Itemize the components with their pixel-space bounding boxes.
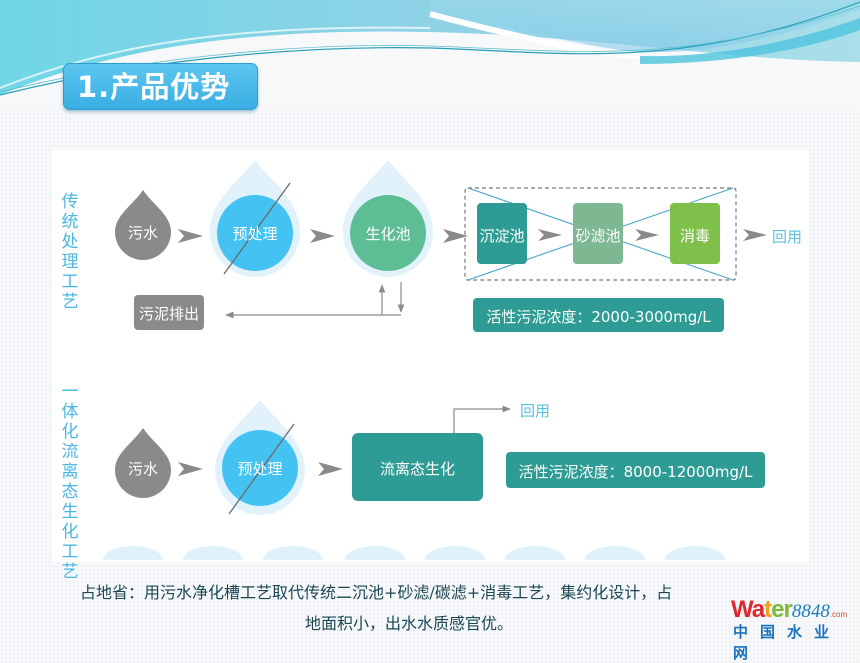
logo-letter-w: W <box>731 596 753 623</box>
traditional-bio-tank-drop <box>343 160 433 277</box>
process-diagram <box>103 160 767 560</box>
faint-decorative-drops <box>103 546 725 560</box>
crossed-out-line <box>223 182 291 275</box>
flow-arrow-icon <box>310 229 335 243</box>
flow-arrow-icon <box>538 229 562 241</box>
traditional-process-label: 传统处理工艺 <box>61 192 79 312</box>
flow-arrow-icon <box>443 229 468 243</box>
traditional-sewage-drop <box>115 190 171 260</box>
logo-letter-a: a <box>751 596 765 623</box>
footer-description-line-1: 占地省：用污水净化槽工艺取代传统二沉池+砂滤/碳滤+消毒工艺，集约化设计，占 <box>80 583 673 602</box>
disinfection-box <box>670 203 720 264</box>
integrated-reuse-label: 回用 <box>520 402 551 420</box>
integrated-pretreatment-drop <box>215 400 305 515</box>
sedimentation-tank-box <box>477 203 527 264</box>
integrated-reuse-line <box>453 405 511 433</box>
traditional-concentration-box <box>473 298 724 332</box>
logo-chinese-name: 中国水业网 <box>733 623 842 662</box>
integrated-sewage-label: 污水 <box>127 460 158 478</box>
disinfection-label: 消毒 <box>679 227 710 245</box>
sand-filter-box <box>573 203 623 264</box>
fluid-bio-box <box>352 433 483 501</box>
traditional-pretreatment-drop <box>210 160 300 277</box>
water8848-logo: Water8848.com <box>731 596 847 624</box>
crossed-out-line <box>228 423 295 515</box>
logo-letter-e: e <box>771 596 784 623</box>
flow-arrow-icon <box>635 229 659 241</box>
logo-letter-t: t <box>764 596 772 623</box>
integrated-concentration-label: 活性污泥浓度：8000-12000mg/L <box>518 463 753 481</box>
footer-description-line-2: 地面积小，出水水质感官优。 <box>305 614 514 633</box>
flow-arrow-icon <box>318 462 343 476</box>
sludge-return-lines <box>225 282 405 319</box>
traditional-reuse-label: 回用 <box>772 228 803 246</box>
flow-arrow-icon <box>743 229 767 241</box>
flow-arrow-icon <box>178 462 203 476</box>
traditional-sewage-label: 污水 <box>127 224 158 242</box>
sand-filter-label: 砂滤池 <box>575 227 621 245</box>
integrated-concentration-box <box>506 452 765 488</box>
traditional-pretreatment-label: 预处理 <box>232 225 278 243</box>
traditional-concentration-label: 活性污泥浓度：2000-3000mg/L <box>486 308 711 326</box>
sedimentation-tank-label: 沉淀池 <box>479 227 525 245</box>
logo-domain: .com <box>829 610 848 619</box>
crossed-out-tertiary-group <box>464 187 737 281</box>
flow-arrow-icon <box>178 229 203 243</box>
slide-title: 1.产品优势 <box>63 63 258 110</box>
integrated-sewage-drop <box>115 428 171 498</box>
logo-number: 8848 <box>791 601 830 622</box>
traditional-bio-tank-label: 生化池 <box>365 225 411 243</box>
fluid-bio-label: 流离态生化 <box>379 460 455 478</box>
logo-letter-r: r <box>783 596 792 623</box>
integrated-process-label: 一体化流离态生化工艺 <box>61 382 79 582</box>
sludge-discharge-box <box>134 295 204 330</box>
sludge-discharge-label: 污泥排出 <box>138 305 199 323</box>
integrated-pretreatment-label: 预处理 <box>237 460 283 478</box>
